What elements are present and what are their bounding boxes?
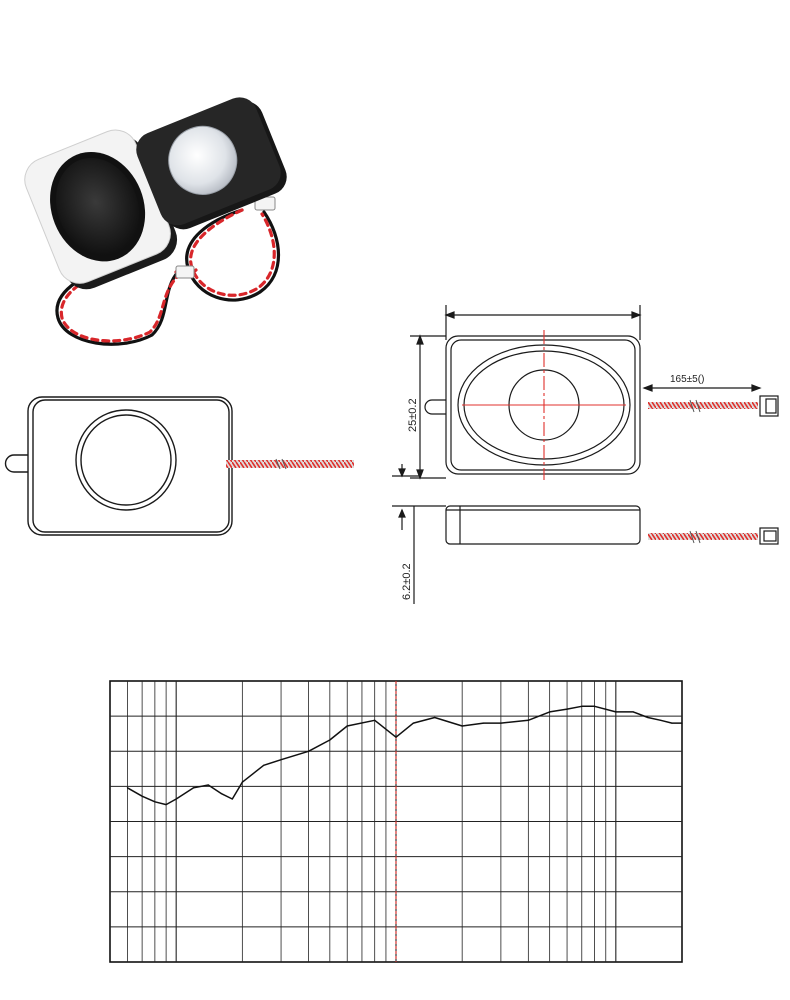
data-point: [681, 722, 683, 724]
data-point: [207, 784, 209, 786]
data-point: [263, 764, 265, 766]
centerlines: [462, 330, 626, 480]
data-point: [593, 705, 596, 707]
data-point: [549, 711, 551, 713]
data-point: [434, 716, 436, 719]
speaker-photo: [24, 97, 287, 346]
data-point: [329, 739, 331, 741]
speaker-back-photo: [136, 97, 287, 230]
data-point: [500, 722, 502, 724]
data-point: [346, 725, 348, 727]
data-point: [307, 750, 310, 752]
twisted-cable-side: [648, 533, 758, 540]
jst-connector-icon: [759, 395, 779, 417]
twisted-cable-top: [648, 402, 758, 409]
data-point: [581, 705, 583, 707]
frequency-response-chart: [109, 680, 683, 963]
data-point: [280, 759, 282, 761]
data-point: [615, 711, 617, 713]
height-dimension-label: 25±0.2: [407, 398, 419, 432]
twisted-cable-left: [226, 460, 354, 468]
data-point: [374, 719, 376, 721]
data-point: [660, 719, 662, 721]
response-curve: [127, 705, 682, 806]
data-point: [220, 792, 222, 795]
jst-connector-icon: [175, 265, 195, 279]
speaker-front-photo: [24, 129, 178, 290]
data-point: [566, 708, 568, 710]
data-point: [461, 725, 463, 727]
data-point: [231, 798, 233, 800]
data-point: [671, 722, 673, 724]
data-point: [175, 798, 177, 800]
data-point: [482, 722, 485, 724]
data-point: [165, 804, 167, 806]
data-point: [632, 711, 634, 713]
data-point: [647, 716, 649, 719]
cable-length-label: 165±5(): [670, 374, 704, 385]
data-point: [192, 787, 195, 789]
data-point: [154, 801, 156, 803]
data-point: [395, 736, 397, 738]
data-point: [141, 795, 143, 797]
data-point: [412, 722, 415, 724]
data-point: [241, 781, 243, 783]
data-point: [126, 787, 129, 789]
data-point: [527, 719, 529, 721]
thickness-dimension-label: 6.2±0.2: [401, 563, 413, 600]
outline-drawing-front: [4, 396, 354, 536]
technical-drawing: 25±0.2 165±5() 6.2±0.2: [392, 305, 779, 604]
